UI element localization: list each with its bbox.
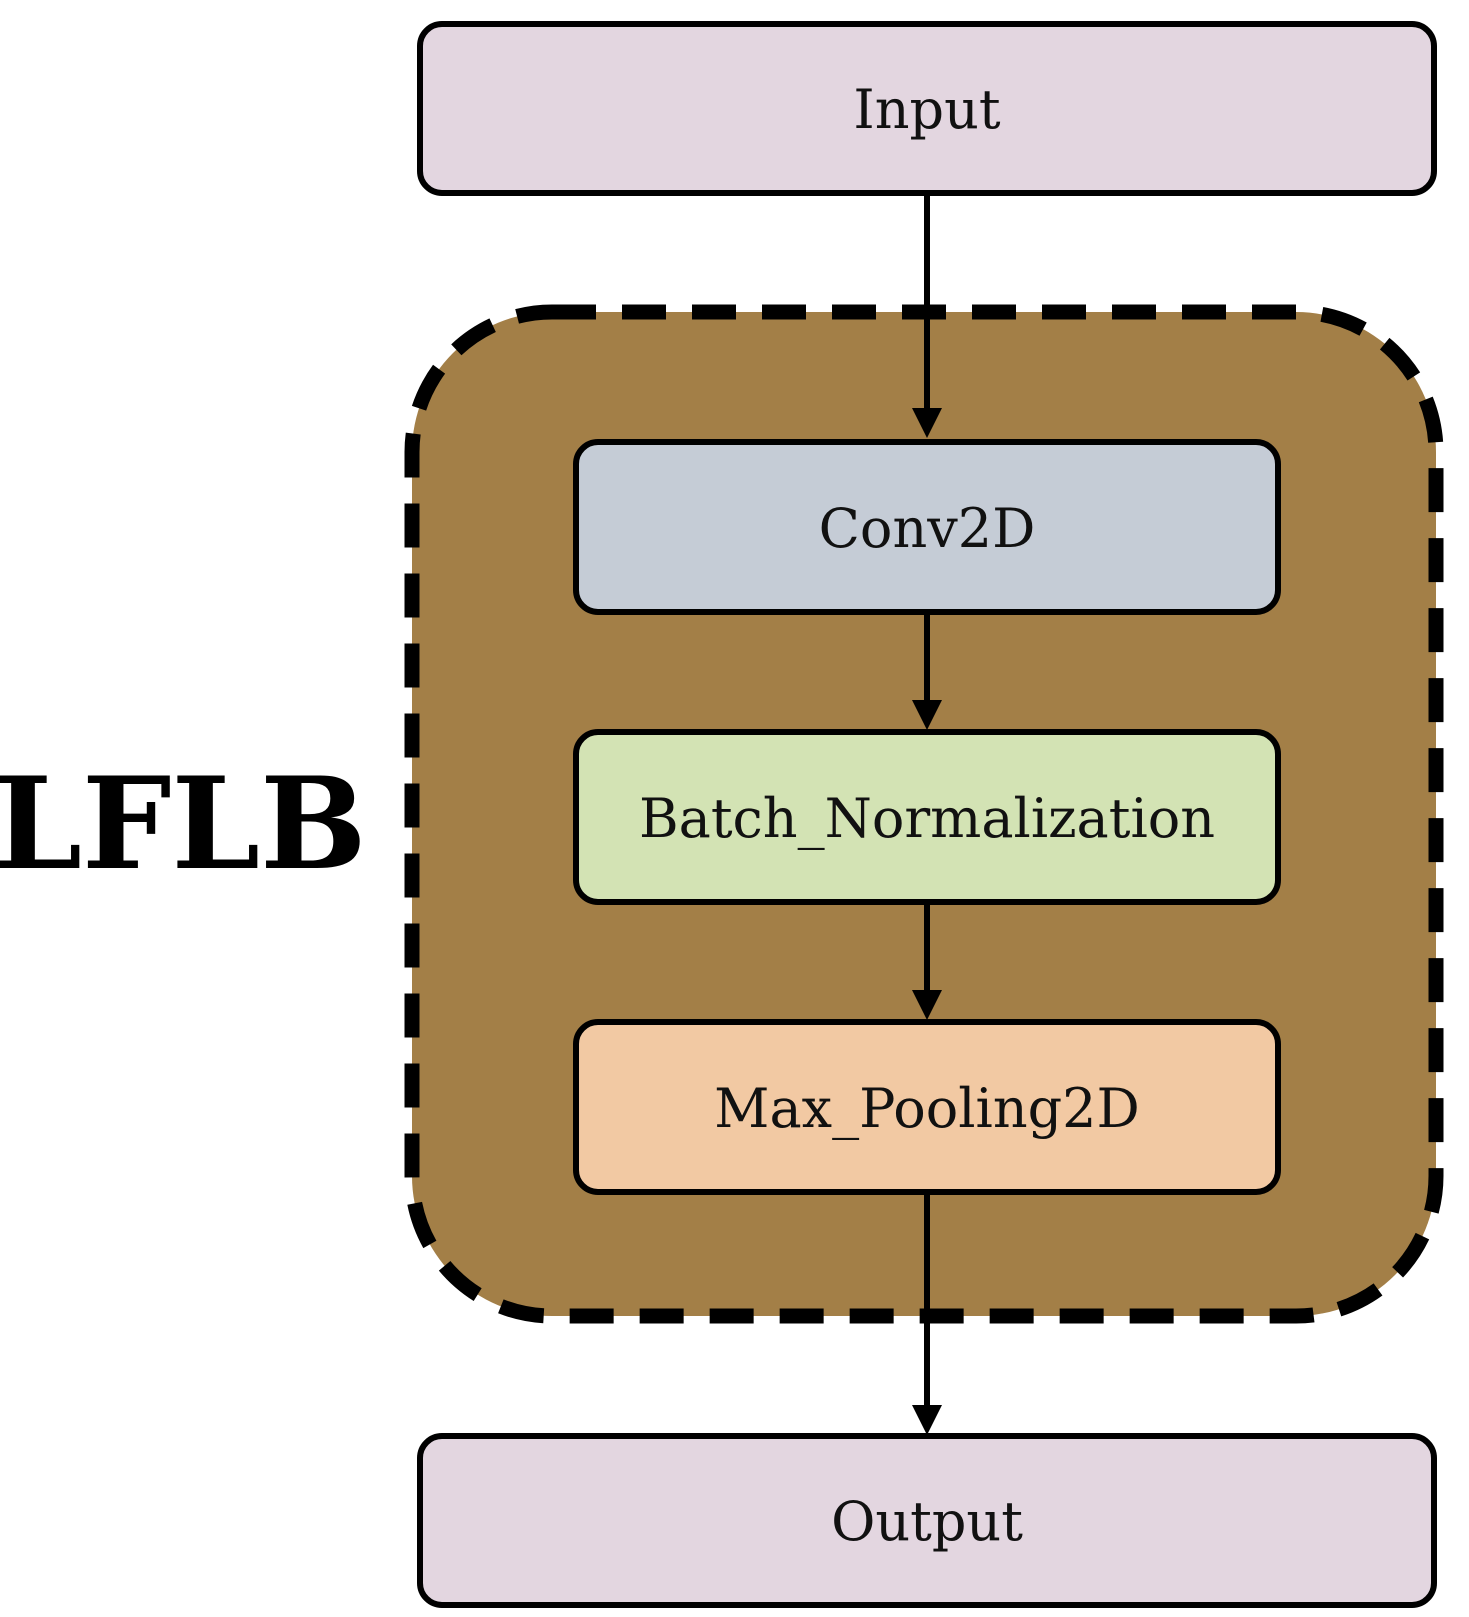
node-output-box — [417, 1433, 1437, 1608]
node-max-pooling2d: Max_Pooling2D — [573, 1019, 1281, 1195]
node-batch-normalization-box — [573, 729, 1281, 905]
arrowhead-batchnorm-maxpool — [912, 990, 942, 1020]
node-batch-normalization-label: Batch_Normalization — [639, 787, 1215, 850]
node-max-pooling2d-label: Max_Pooling2D — [714, 1077, 1140, 1140]
block-label: LFLB — [0, 750, 367, 898]
edges — [912, 193, 942, 1435]
node-max-pooling2d-box — [573, 1019, 1281, 1195]
arrowhead-conv2d-batchnorm — [912, 700, 942, 730]
node-conv2d-label: Conv2D — [819, 497, 1036, 560]
arrowhead-maxpool-output — [912, 1405, 942, 1435]
arrowhead-input-conv2d — [912, 408, 942, 438]
node-conv2d-box — [573, 439, 1281, 615]
node-batch-normalization: Batch_Normalization — [573, 729, 1281, 905]
node-output-label: Output — [831, 1490, 1023, 1553]
node-input-label: Input — [853, 78, 1000, 141]
node-output: Output — [417, 1433, 1437, 1608]
node-conv2d: Conv2D — [573, 439, 1281, 615]
node-input: Input — [417, 21, 1437, 196]
node-input-box — [417, 21, 1437, 196]
